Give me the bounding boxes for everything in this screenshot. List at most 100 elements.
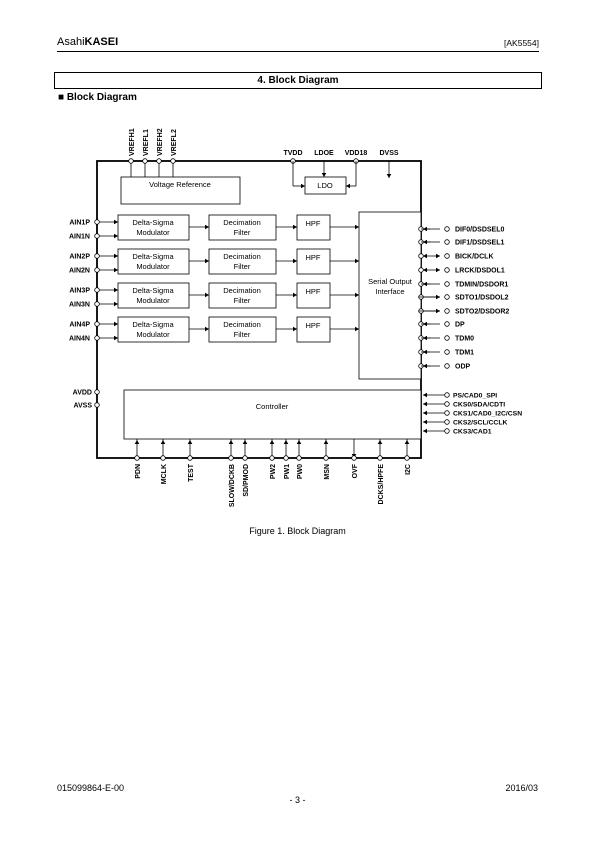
supply-pin-icon bbox=[94, 389, 100, 395]
top-pin-label: DVSS bbox=[379, 150, 398, 157]
footer-date: 2016/03 bbox=[505, 783, 538, 793]
decimation-label: Decimation bbox=[223, 320, 261, 329]
supply-pin-label: AVDD bbox=[73, 390, 92, 397]
footer-doc-number: 015099864-E-00 bbox=[57, 783, 125, 793]
controller-pin-label: CKS0/SDA/CDTI bbox=[453, 402, 505, 409]
logo-prefix: Asahi bbox=[57, 36, 85, 48]
decimation-label: Filter bbox=[234, 330, 251, 339]
analog-input-pin-icon bbox=[94, 287, 100, 293]
controller-pin-label: CKS1/CAD0_I2C/CSN bbox=[453, 411, 522, 418]
bottom-pin-icon bbox=[228, 455, 234, 461]
decimation-filter-block bbox=[208, 282, 277, 309]
vref-pin-icon bbox=[170, 158, 176, 164]
header-rule bbox=[57, 51, 539, 52]
voltage-reference-block bbox=[120, 176, 241, 205]
bottom-pin-icon bbox=[242, 455, 248, 461]
serial-pin-icon bbox=[444, 226, 450, 232]
controller-pin-icon bbox=[444, 392, 450, 398]
bottom-pin-label: TEST bbox=[188, 463, 195, 482]
controller-block bbox=[123, 389, 422, 440]
bottom-pin-icon bbox=[134, 455, 140, 461]
pin-out-arrow-icon bbox=[436, 267, 440, 273]
decimation-filter-block bbox=[208, 248, 277, 275]
ldoe-arrow-icon bbox=[321, 173, 327, 177]
serial-pin-label: DIF1/DSDSEL1 bbox=[455, 240, 505, 247]
controller-pin-label: CKS2/SCL/CCLK bbox=[453, 420, 507, 427]
pin-in-arrow-icon bbox=[228, 440, 234, 444]
input-arrow-icon bbox=[114, 301, 118, 307]
signal-arrow-icon bbox=[355, 326, 359, 332]
pin-in-arrow-icon bbox=[377, 440, 383, 444]
modulator-label: Delta-Sigma bbox=[132, 320, 174, 329]
signal-arrow-icon bbox=[205, 292, 209, 298]
pin-in-arrow-icon bbox=[242, 440, 248, 444]
analog-input-label: AIN3P bbox=[69, 288, 90, 295]
bottom-pin-label: OVF bbox=[352, 463, 359, 478]
supply-pin-icon bbox=[94, 402, 100, 408]
controller-label: Controller bbox=[256, 402, 289, 411]
modulator-label: Delta-Sigma bbox=[132, 252, 174, 261]
input-arrow-icon bbox=[114, 219, 118, 225]
analog-input-label: AIN4N bbox=[69, 336, 90, 343]
signal-arrow-icon bbox=[355, 292, 359, 298]
ldo-label: LDO bbox=[317, 181, 333, 190]
modulator-label: Delta-Sigma bbox=[132, 218, 174, 227]
pin-in-arrow-icon bbox=[423, 267, 427, 273]
controller-pin-arrow-icon bbox=[423, 419, 427, 425]
hpf-block bbox=[296, 214, 331, 241]
pin-in-arrow-icon bbox=[187, 440, 193, 444]
vref-pin-label: VREFL2 bbox=[171, 129, 178, 156]
pin-in-arrow-icon bbox=[296, 440, 302, 444]
bottom-pin-icon bbox=[296, 455, 302, 461]
hpf-label: HPF bbox=[306, 253, 321, 262]
top-pin-label: LDOE bbox=[314, 150, 334, 157]
vdd18-arrow-icon bbox=[346, 183, 350, 189]
company-logo: AsahiKASEI bbox=[57, 36, 118, 48]
input-arrow-icon bbox=[114, 267, 118, 273]
pin-in-arrow-icon bbox=[423, 335, 427, 341]
bottom-pin-icon bbox=[269, 455, 275, 461]
controller-pin-icon bbox=[444, 419, 450, 425]
serial-pin-icon bbox=[444, 267, 450, 273]
controller-pin-arrow-icon bbox=[423, 401, 427, 407]
serial-pin-icon bbox=[444, 321, 450, 327]
pin-in-arrow-icon bbox=[423, 239, 427, 245]
bottom-pin-label: I2C bbox=[405, 464, 412, 475]
ldo-block bbox=[304, 176, 347, 195]
pin-in-arrow-icon bbox=[283, 440, 289, 444]
decimation-label: Decimation bbox=[223, 252, 261, 261]
bottom-pin-label: SLOW/DCKB bbox=[229, 464, 236, 507]
analog-input-pin-icon bbox=[94, 321, 100, 327]
pin-in-arrow-icon bbox=[423, 321, 427, 327]
pin-out-arrow-icon bbox=[436, 308, 440, 314]
controller-pin-label: CKS3/CAD1 bbox=[453, 429, 492, 436]
analog-input-pin-icon bbox=[94, 219, 100, 225]
serial-pin-icon bbox=[444, 363, 450, 369]
pin-out-arrow-icon bbox=[436, 253, 440, 259]
controller-pin-arrow-icon bbox=[423, 410, 427, 416]
controller-pin-arrow-icon bbox=[423, 428, 427, 434]
hpf-label: HPF bbox=[306, 287, 321, 296]
analog-input-pin-icon bbox=[94, 301, 100, 307]
input-arrow-icon bbox=[114, 233, 118, 239]
decimation-filter-block bbox=[208, 316, 277, 343]
serial-pin-label: SDTO2/DSDOR2 bbox=[455, 309, 509, 316]
pin-in-arrow-icon bbox=[423, 281, 427, 287]
pin-in-arrow-icon bbox=[323, 440, 329, 444]
pin-in-arrow-icon bbox=[160, 440, 166, 444]
top-pin-label: VDD18 bbox=[345, 150, 368, 157]
delta-sigma-modulator-block bbox=[117, 282, 190, 309]
decimation-label: Decimation bbox=[223, 286, 261, 295]
vref-pin-label: VREFH1 bbox=[129, 128, 136, 156]
vref-pin-label: VREFL1 bbox=[143, 129, 150, 156]
signal-arrow-icon bbox=[355, 224, 359, 230]
bottom-pin-icon bbox=[187, 455, 193, 461]
delta-sigma-modulator-block bbox=[117, 316, 190, 343]
decimation-filter-block bbox=[208, 214, 277, 241]
document-reference: [AK5554] bbox=[504, 38, 539, 48]
serial-pin-label: TDM0 bbox=[455, 336, 474, 343]
dvss-arrow-icon bbox=[386, 174, 392, 178]
bottom-pin-label: MSN bbox=[324, 464, 331, 480]
pin-in-arrow-icon bbox=[423, 349, 427, 355]
input-arrow-icon bbox=[114, 287, 118, 293]
